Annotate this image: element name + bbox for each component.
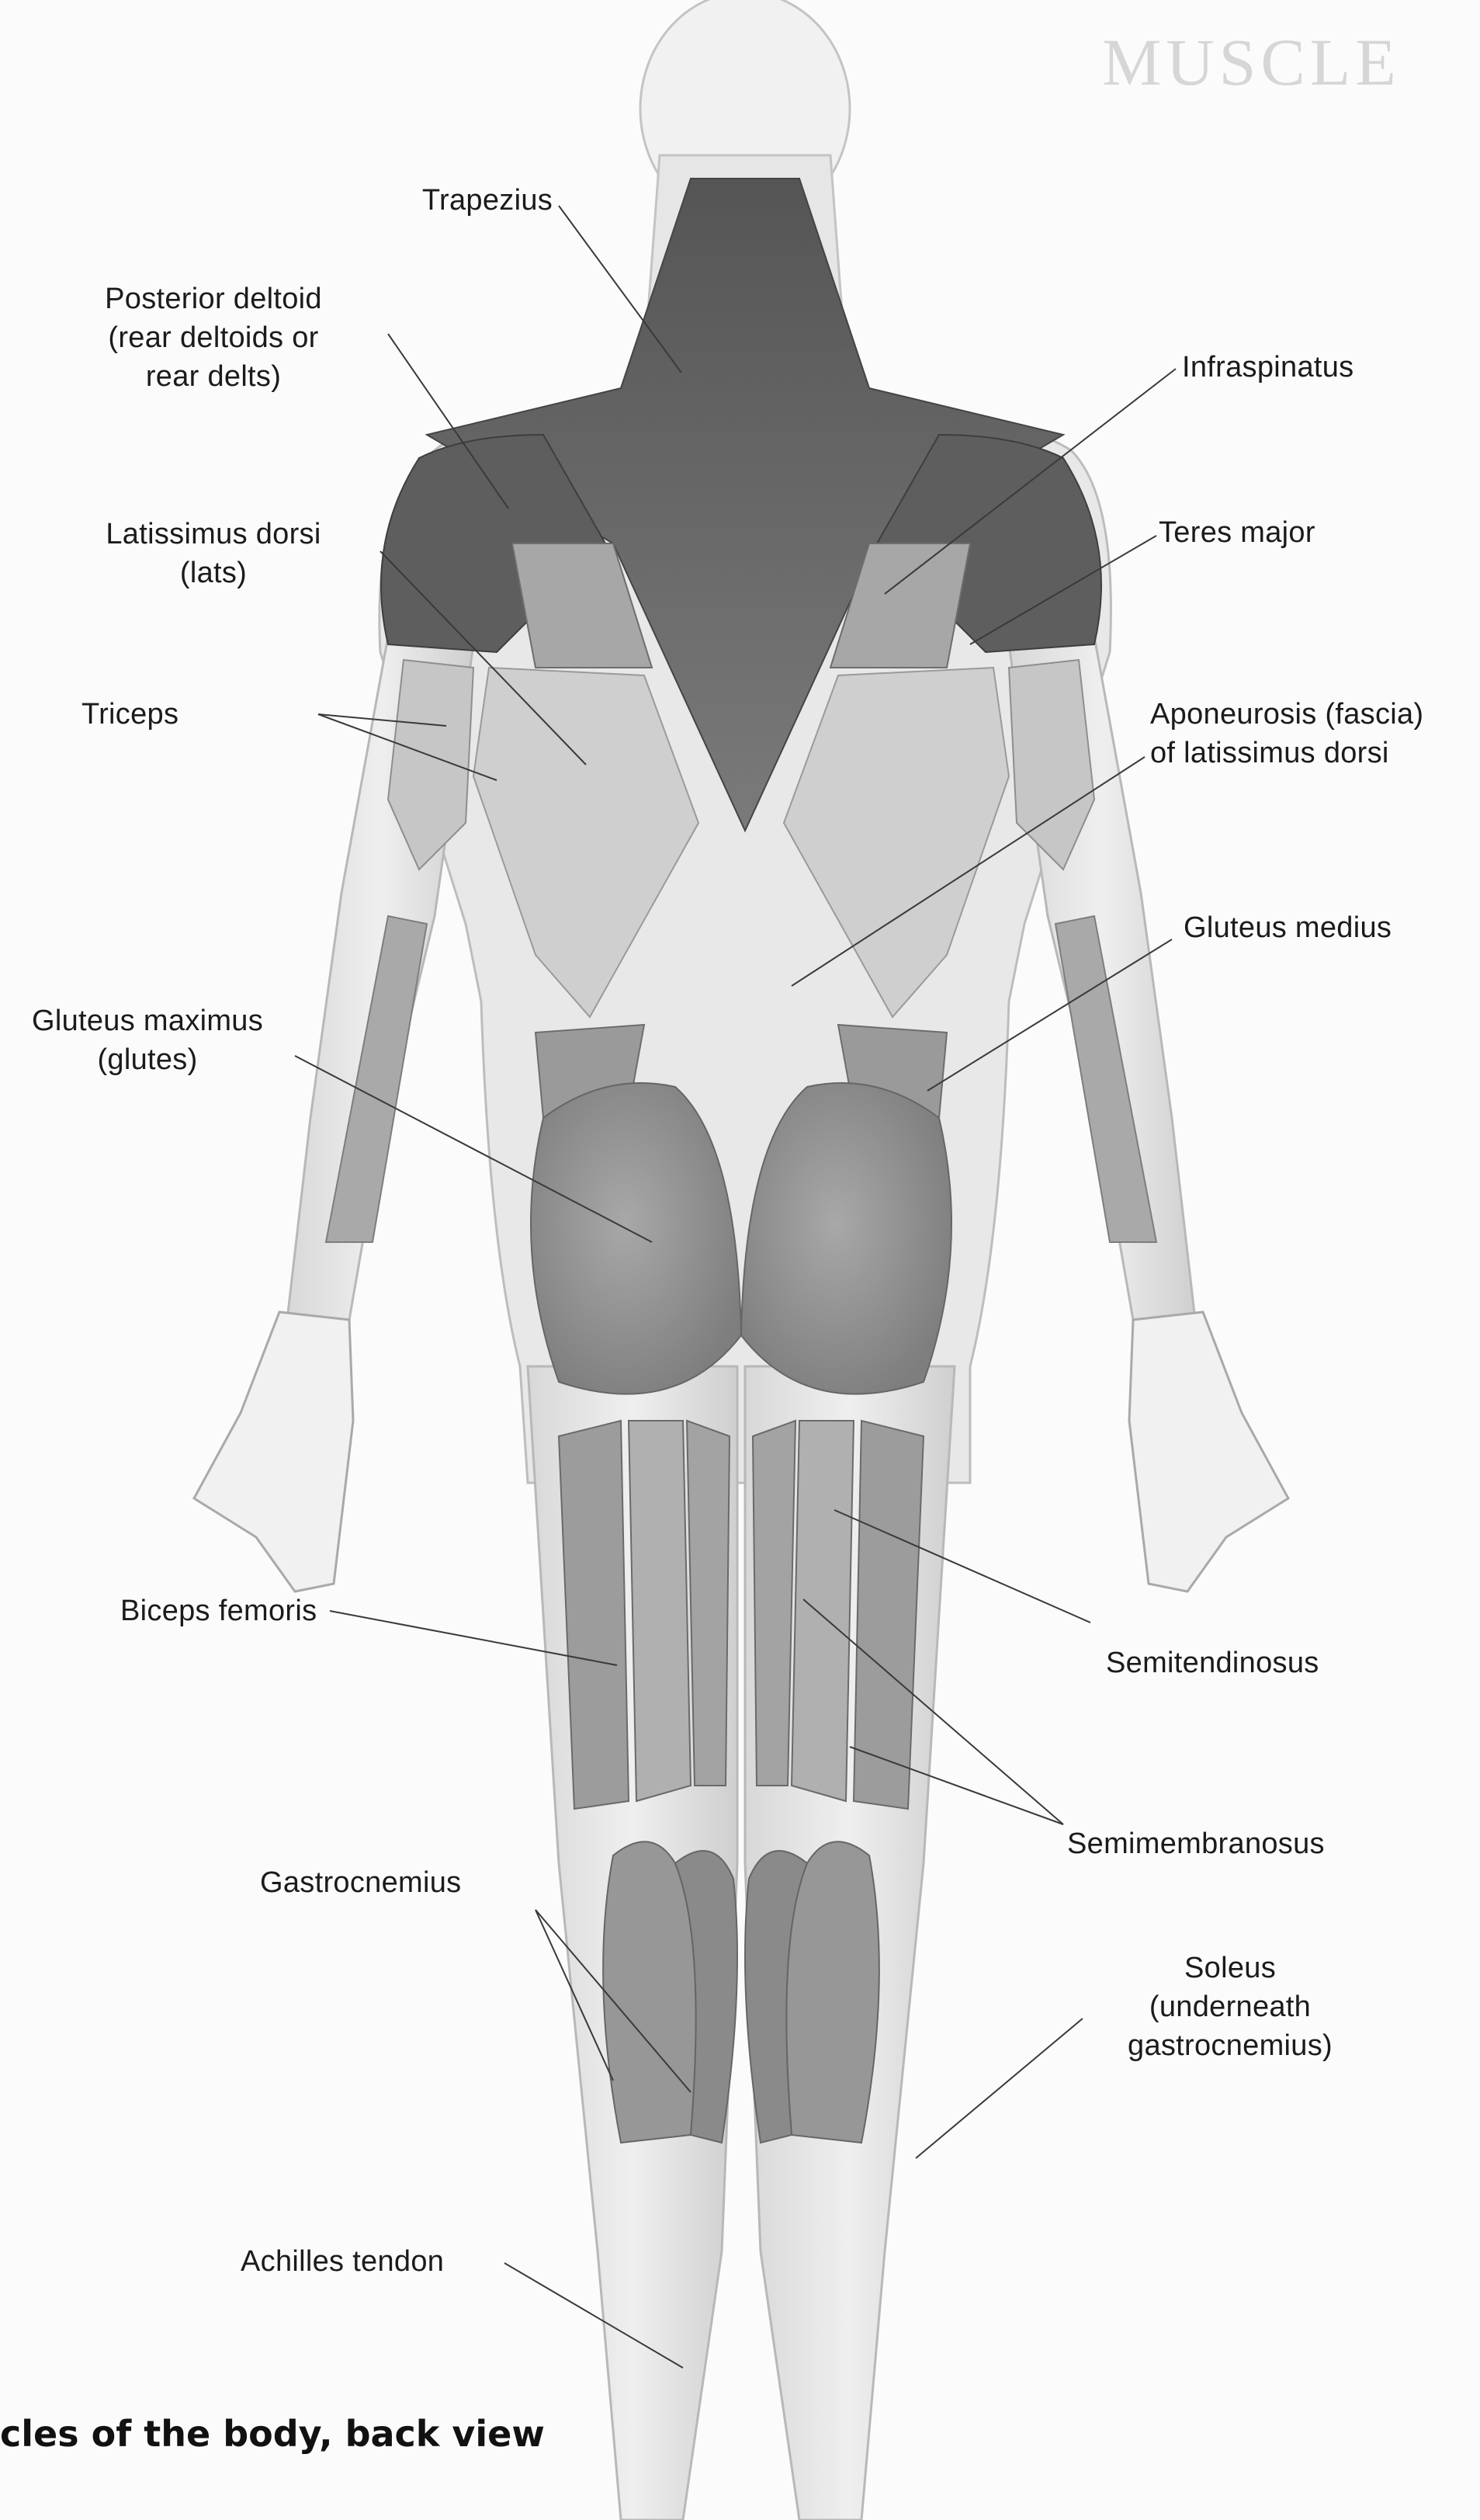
label-infraspinatus: Infraspinatus xyxy=(1182,348,1415,387)
right-hand xyxy=(1129,1312,1288,1591)
right-semitendinosus-muscle xyxy=(792,1421,854,1801)
leader-soleus xyxy=(916,2018,1083,2158)
left-semimembranosus-muscle xyxy=(687,1421,730,1786)
label-teres-major: Teres major xyxy=(1159,513,1392,552)
label-triceps: Triceps xyxy=(81,695,237,734)
right-gastrocnemius-muscle xyxy=(786,1841,879,2143)
left-gastrocnemius-muscle xyxy=(603,1841,696,2143)
label-trapezius: Trapezius xyxy=(402,181,573,220)
figure-caption: cles of the body, back view xyxy=(0,2413,545,2455)
label-biceps-femoris: Biceps femoris xyxy=(120,1591,345,1630)
label-posterior-deltoid: Posterior deltoid (rear deltoids or rear… xyxy=(66,279,361,396)
label-gluteus-maximus: Gluteus maximus (glutes) xyxy=(8,1001,287,1079)
left-semitendinosus-muscle xyxy=(629,1421,691,1801)
faded-background-heading: MUSCLE xyxy=(1102,23,1401,101)
label-gluteus-medius: Gluteus medius xyxy=(1184,908,1447,947)
label-gastrocnemius: Gastrocnemius xyxy=(260,1863,516,1902)
label-semitendinosus: Semitendinosus xyxy=(1106,1644,1370,1682)
right-semimembranosus-muscle xyxy=(753,1421,795,1786)
label-aponeurosis: Aponeurosis (fascia) of latissimus dorsi xyxy=(1150,695,1476,772)
label-achilles-tendon: Achilles tendon xyxy=(241,2242,504,2281)
left-hand xyxy=(194,1312,353,1591)
label-latissimus-dorsi: Latissimus dorsi (lats) xyxy=(74,515,353,592)
label-semimembranosus: Semimembranosus xyxy=(1067,1824,1378,1863)
label-soleus: Soleus (underneath gastrocnemius) xyxy=(1102,1949,1358,2065)
